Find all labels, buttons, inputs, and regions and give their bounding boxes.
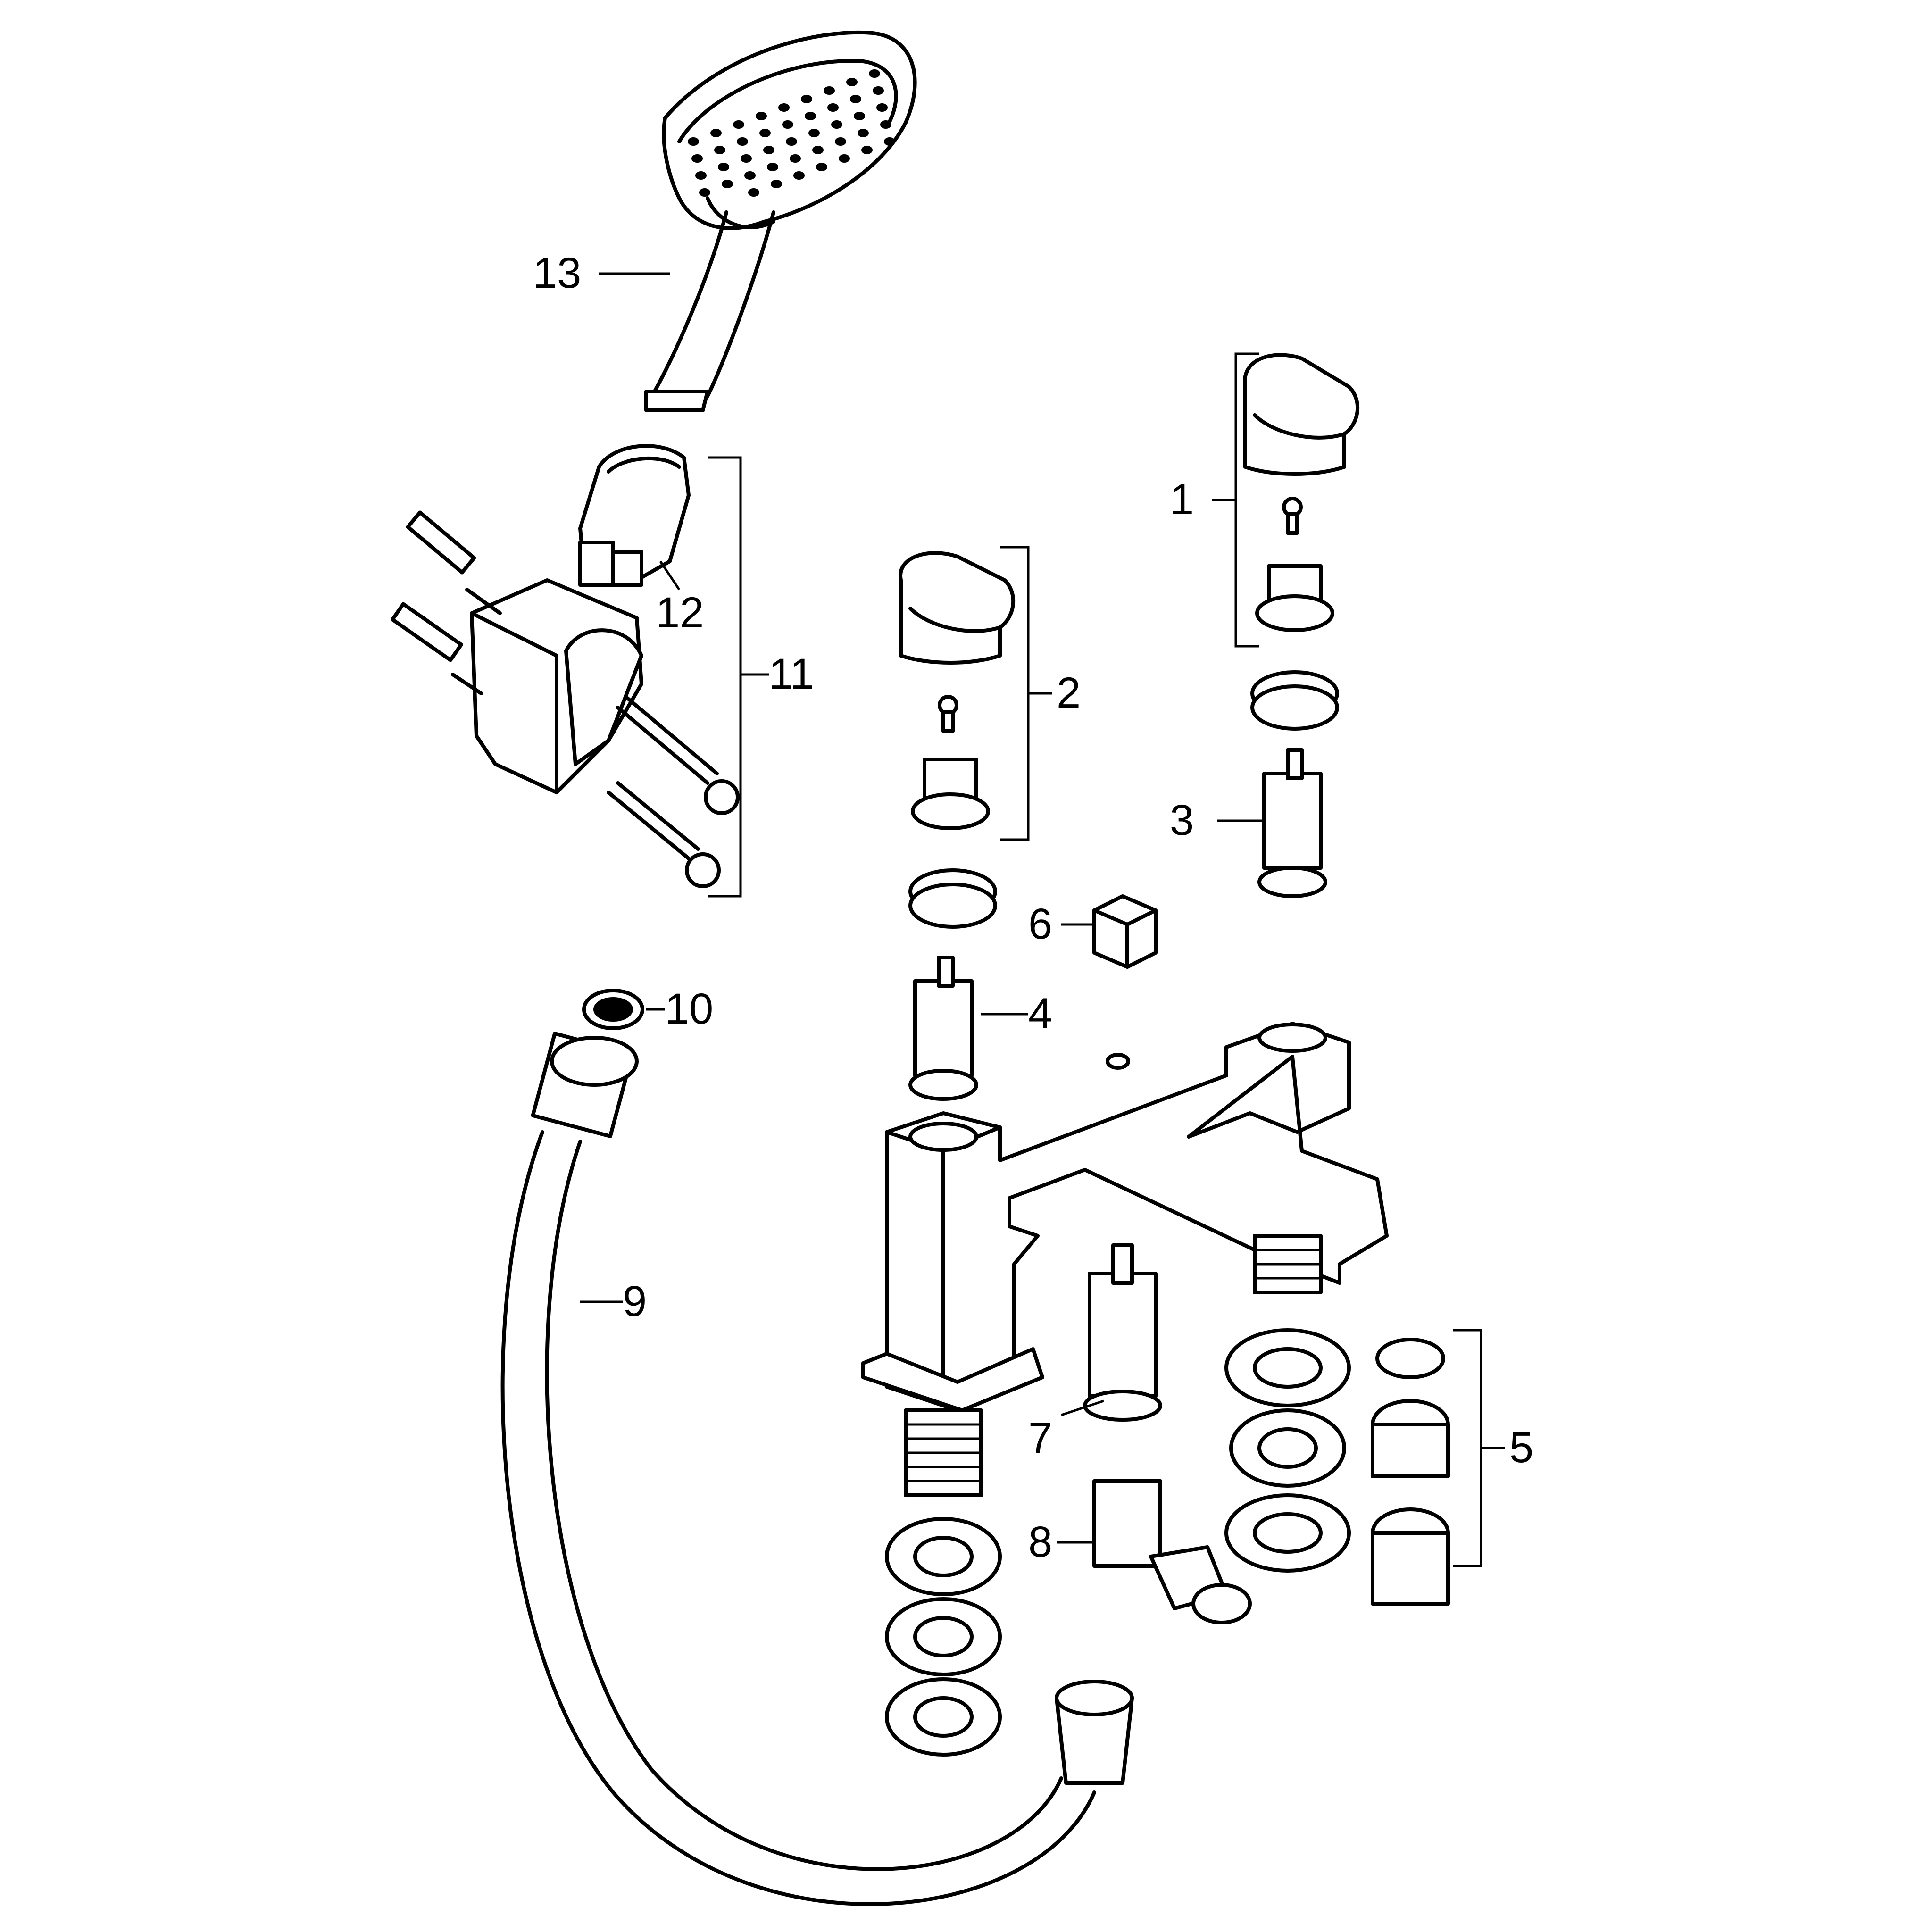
- spray-nozzle: [786, 137, 797, 146]
- spray-nozzle: [880, 120, 891, 129]
- spray-nozzle: [767, 163, 778, 171]
- spray-nozzle: [793, 171, 805, 180]
- spray-nozzle: [835, 137, 846, 146]
- spray-nozzle: [710, 129, 722, 137]
- spray-nozzle: [699, 188, 710, 197]
- connector-part-8: [1092, 1479, 1252, 1624]
- bracket-part-2: [1000, 546, 1052, 841]
- spray-nozzle: [691, 154, 703, 163]
- label-part-8: 8: [1028, 1518, 1052, 1566]
- cartridge-part-4: [908, 956, 978, 1101]
- aerator-set-part-5: [1371, 1338, 1450, 1606]
- spray-nozzle: [763, 146, 774, 154]
- spray-nozzle: [858, 129, 869, 137]
- spray-nozzle: [854, 112, 865, 120]
- spray-nozzle: [812, 146, 824, 154]
- bracket-part-1: [1212, 352, 1259, 648]
- spray-nozzle: [873, 86, 884, 95]
- ring-left: [908, 868, 997, 929]
- washers-left: [885, 1517, 1002, 1757]
- label-part-10: 10: [665, 985, 713, 1033]
- spray-nozzle: [759, 129, 771, 137]
- handle-assembly-part-1: [1243, 353, 1360, 632]
- spray-nozzle: [869, 69, 880, 78]
- spray-nozzle: [782, 120, 793, 129]
- spray-nozzle: [695, 171, 707, 180]
- spray-nozzle: [827, 103, 839, 112]
- spray-nozzle: [850, 95, 861, 103]
- label-part-2: 2: [1057, 669, 1081, 717]
- ring-right: [1250, 670, 1339, 731]
- diverter-part-7: [1083, 1243, 1162, 1422]
- label-part-5: 5: [1509, 1424, 1533, 1472]
- spray-nozzle: [733, 120, 744, 129]
- spray-nozzle: [748, 188, 759, 197]
- spray-nozzle: [839, 154, 850, 163]
- spray-nozzle: [771, 180, 782, 188]
- label-part-1: 1: [1170, 475, 1194, 524]
- spray-nozzle: [718, 163, 729, 171]
- spray-nozzle: [861, 146, 873, 154]
- spray-nozzle: [808, 129, 820, 137]
- spray-nozzle: [741, 154, 752, 163]
- leader-7: [1061, 1399, 1104, 1416]
- wall-bracket-part-11: [391, 510, 740, 888]
- handle-assembly-part-2: [899, 551, 1016, 830]
- leader-12: [659, 560, 681, 591]
- bracket-part-11: [708, 456, 769, 898]
- spray-nozzle: [805, 112, 816, 120]
- label-part-11: 11: [769, 650, 814, 698]
- label-part-3: 3: [1170, 796, 1194, 844]
- washer-part-10: [582, 989, 644, 1030]
- faucet-body: [861, 1022, 1389, 1497]
- washers-right: [1224, 1328, 1351, 1573]
- label-part-13: 13: [533, 249, 581, 297]
- spray-nozzle: [737, 137, 748, 146]
- spray-nozzle: [831, 120, 842, 129]
- label-part-12: 12: [656, 589, 704, 637]
- spray-nozzle: [714, 146, 725, 154]
- spray-nozzle: [846, 78, 858, 86]
- spray-nozzle: [790, 154, 801, 163]
- spray-nozzle: [756, 112, 767, 120]
- spray-nozzle: [801, 95, 812, 103]
- spray-nozzle: [722, 180, 733, 188]
- label-part-6: 6: [1028, 900, 1052, 948]
- spray-nozzle: [816, 163, 827, 171]
- shower-spray-nozzles: [688, 69, 895, 197]
- spray-nozzle: [778, 103, 790, 112]
- hose-part-9: [500, 1032, 1134, 1906]
- spray-nozzle: [744, 171, 756, 180]
- holder-insert-part-12: [578, 444, 691, 587]
- cap-part-6: [1092, 894, 1158, 969]
- label-part-9: 9: [623, 1277, 647, 1325]
- spray-nozzle: [884, 137, 895, 146]
- spray-nozzle: [876, 103, 888, 112]
- label-part-4: 4: [1028, 990, 1052, 1038]
- bracket-part-5: [1453, 1329, 1505, 1567]
- cartridge-part-3: [1257, 748, 1327, 898]
- spray-nozzle: [688, 137, 699, 146]
- spray-nozzle: [824, 86, 835, 95]
- label-part-7: 7: [1028, 1414, 1052, 1462]
